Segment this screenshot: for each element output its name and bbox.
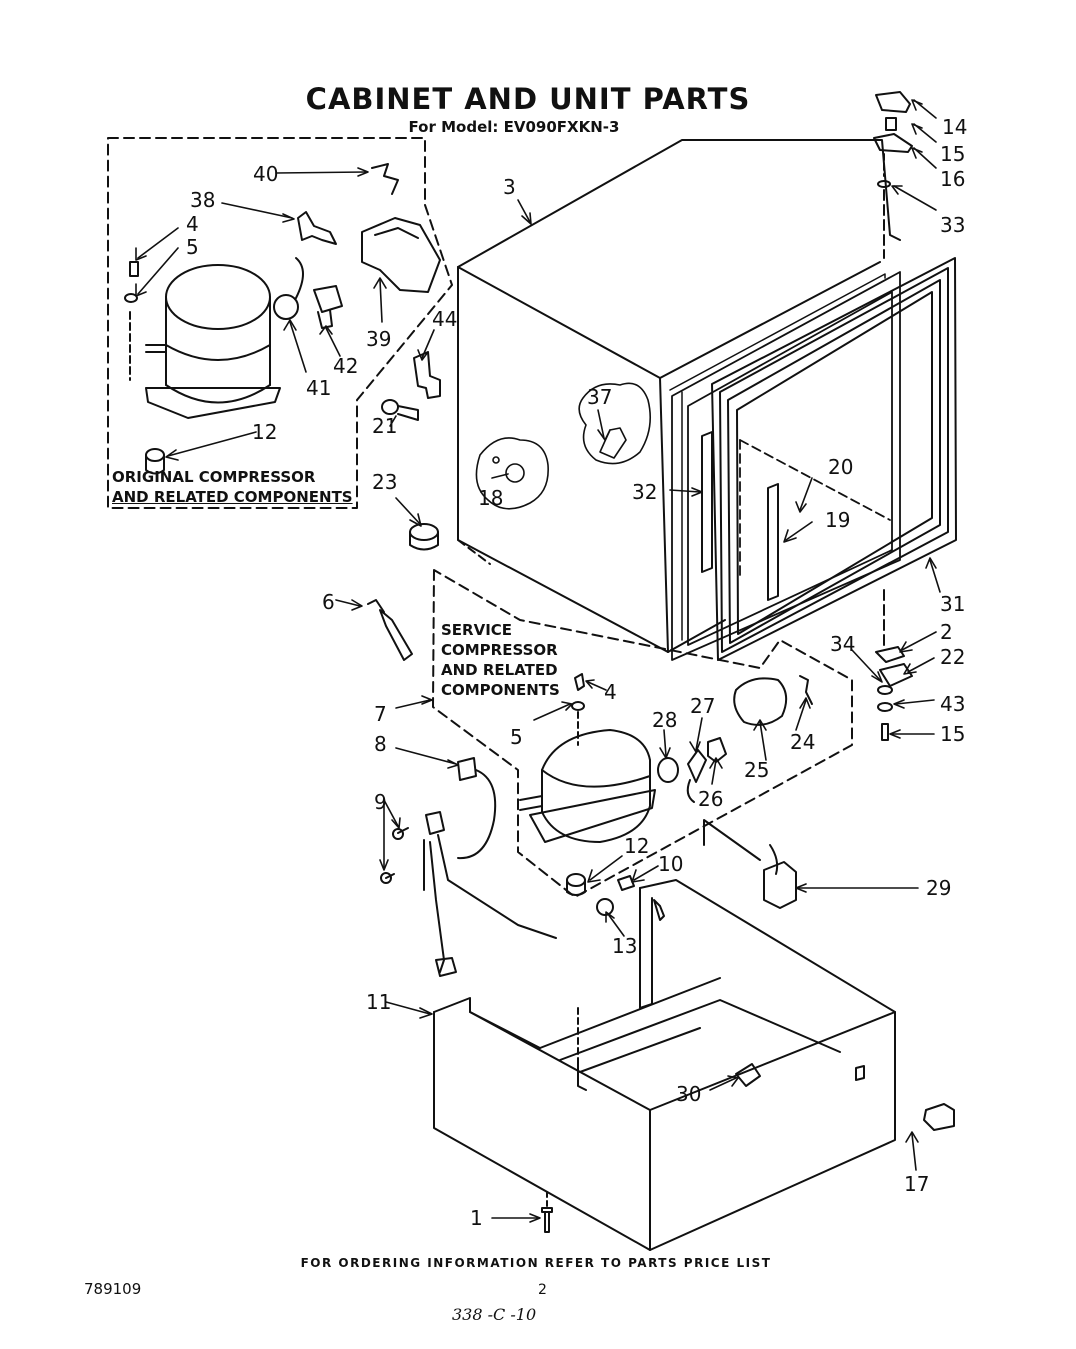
- callout-28: 28: [652, 708, 678, 732]
- callout-33: 33: [940, 213, 966, 237]
- callout-26: 26: [698, 787, 724, 811]
- callout-17: 17: [904, 1172, 930, 1196]
- callout-5-original: 5: [186, 235, 199, 259]
- callout-6: 6: [322, 590, 335, 614]
- service-box-label-line-4: COMPONENTS: [441, 681, 560, 699]
- callout-27: 27: [690, 694, 716, 718]
- callout-43: 43: [940, 692, 966, 716]
- clip-30: [735, 1063, 761, 1087]
- callout-9: 9: [374, 790, 387, 814]
- callout-38: 38: [190, 188, 216, 212]
- breaker-strip-left: [701, 431, 713, 573]
- service-relay-27: [686, 749, 707, 803]
- callout-24: 24: [790, 730, 816, 754]
- callout-23: 23: [372, 470, 398, 494]
- callout-3: 3: [503, 175, 516, 199]
- service-box-label: SERVICE COMPRESSOR AND RELATED COMPONENT…: [441, 620, 560, 700]
- base-pan: [433, 879, 896, 1251]
- callout-31: 31: [940, 592, 966, 616]
- terminal-cover-25: [733, 677, 788, 726]
- thermostat-6: [367, 599, 413, 661]
- callout-37: 37: [587, 385, 613, 409]
- bracket-44: [413, 351, 441, 399]
- callout-8: 8: [374, 732, 387, 756]
- model-subtitle: For Model: EV090FXKN-3: [408, 118, 620, 136]
- handwritten-note: 338 -C -10: [452, 1305, 537, 1324]
- bale-strap-38: [297, 211, 337, 245]
- original-box-label-line-1: ORIGINAL COMPRESSOR: [112, 468, 316, 486]
- mount-12-service: [566, 873, 586, 896]
- cutout-18: [475, 437, 549, 510]
- service-compressor: [519, 673, 656, 843]
- service-relay-26: [707, 737, 727, 763]
- service-overload-28: [657, 757, 679, 783]
- leader-lines: [135, 99, 941, 1223]
- original-compressor-box: [107, 137, 453, 509]
- screw-1: [541, 1191, 553, 1233]
- terminal-cover-39: [361, 217, 441, 293]
- callout-25: 25: [744, 758, 770, 782]
- callout-40: 40: [253, 162, 279, 186]
- callout-32: 32: [632, 480, 658, 504]
- callout-10: 10: [658, 852, 684, 876]
- clip-40: [371, 163, 399, 195]
- overload-41: [273, 257, 304, 320]
- callout-11: 11: [366, 990, 392, 1014]
- callout-29: 29: [926, 876, 952, 900]
- service-box-label-line-1: SERVICE: [441, 621, 513, 639]
- callout-21: 21: [372, 414, 398, 438]
- drain-21: [381, 399, 419, 421]
- callout-22: 22: [940, 645, 966, 669]
- callout-7: 7: [374, 702, 387, 726]
- callout-15-top: 15: [940, 142, 966, 166]
- callout-44: 44: [432, 307, 458, 331]
- callout-18: 18: [478, 486, 504, 510]
- clamp-13: [596, 898, 614, 916]
- harness-8: [380, 757, 557, 977]
- callout-5-service: 5: [510, 725, 523, 749]
- callout-39: 39: [366, 327, 392, 351]
- screw-10: [617, 875, 635, 891]
- callout-14: 14: [942, 115, 968, 139]
- callout-41: 41: [306, 376, 332, 400]
- breaker-strip-right: [767, 483, 779, 601]
- callout-4-original: 4: [186, 212, 199, 236]
- cabinet-liner: [671, 271, 901, 661]
- callout-42: 42: [333, 354, 359, 378]
- callout-30: 30: [676, 1082, 702, 1106]
- door-gasket: [711, 257, 957, 661]
- callout-2: 2: [940, 620, 953, 644]
- service-compressor-box: [432, 569, 853, 898]
- callout-13: 13: [612, 934, 638, 958]
- service-box-label-line-2: COMPRESSOR: [441, 641, 558, 659]
- bracket-29: [703, 819, 797, 909]
- callout-19: 19: [825, 508, 851, 532]
- callout-34: 34: [830, 632, 856, 656]
- top-hinge-assembly: [873, 91, 913, 259]
- callout-12-service: 12: [624, 834, 650, 858]
- clip-24: [799, 675, 813, 705]
- original-box-label: ORIGINAL COMPRESSOR AND RELATED COMPONEN…: [112, 467, 353, 507]
- page-number: 2: [538, 1282, 547, 1298]
- callout-1: 1: [470, 1206, 483, 1230]
- service-box-label-line-3: AND RELATED: [441, 661, 558, 679]
- leg-17: [923, 1103, 955, 1131]
- original-box-label-line-2: AND RELATED COMPONENTS: [112, 488, 353, 506]
- callout-4-service: 4: [604, 680, 617, 704]
- page-title: CABINET AND UNIT PARTS: [305, 82, 751, 116]
- cabinet-body: [457, 139, 901, 653]
- document-number: 789109: [84, 1280, 142, 1298]
- callout-12-original: 12: [252, 420, 278, 444]
- callout-16: 16: [940, 167, 966, 191]
- callout-20: 20: [828, 455, 854, 479]
- bottom-hinge-assembly: [875, 589, 913, 741]
- callout-15-bottom: 15: [940, 722, 966, 746]
- plug-23: [409, 523, 439, 551]
- relay-42: [313, 285, 343, 329]
- ordering-footer: FOR ORDERING INFORMATION REFER TO PARTS …: [300, 1256, 772, 1270]
- original-compressor: [124, 261, 281, 475]
